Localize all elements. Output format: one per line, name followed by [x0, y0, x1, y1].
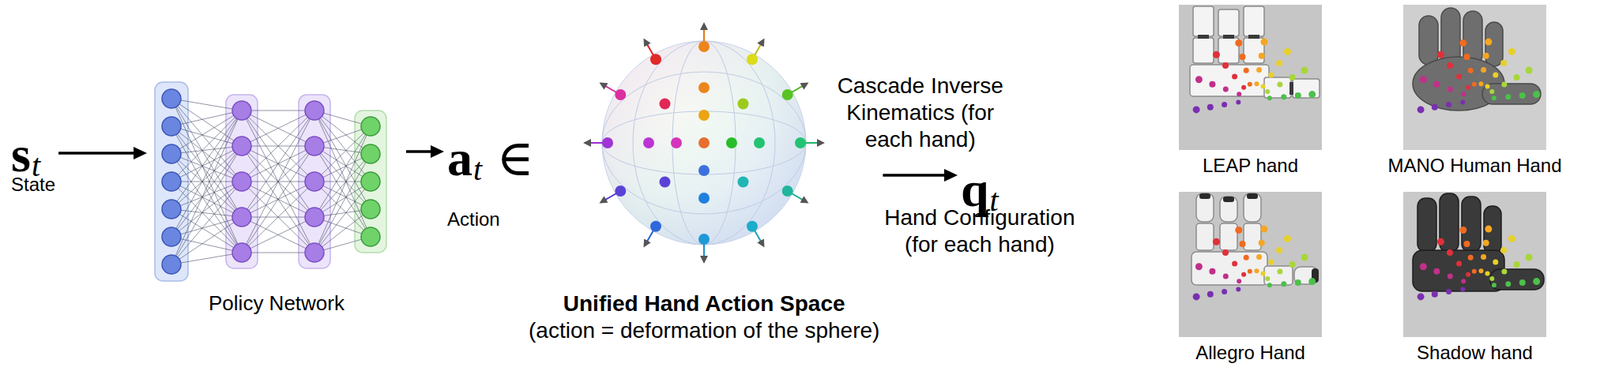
- hand-label: LEAP hand: [1202, 154, 1299, 178]
- hand-image: LEAP hand: [1178, 4, 1322, 151]
- network-node: Policy Network: [150, 79, 403, 317]
- node-title: Policy Network: [150, 290, 403, 317]
- hand-label: Allegro Hand: [1195, 341, 1306, 366]
- leap-hand-render: [1178, 4, 1322, 151]
- math-row: qt: [960, 160, 999, 205]
- arrow-head: [430, 145, 445, 159]
- node-title: Unified Hand Action Space: [528, 290, 880, 318]
- arrow-shaft: [406, 150, 432, 154]
- hand-label: MANO Human Hand: [1387, 154, 1562, 178]
- flow-arrow: [406, 145, 445, 159]
- action-sphere: [587, 26, 821, 260]
- arrow-shaft: [58, 151, 135, 155]
- caption-text: Action: [447, 207, 535, 232]
- arrow-head: [944, 169, 958, 182]
- configuration-node: qtHand Configuration (for each hand): [960, 160, 999, 205]
- action-space-node: Unified Hand Action Space(action = defor…: [528, 41, 880, 345]
- illustration-area: [150, 79, 403, 291]
- hand-image: Shadow hand: [1403, 192, 1547, 338]
- hand-image: Allegro Hand: [1178, 192, 1322, 338]
- flow-arrow: [882, 169, 958, 182]
- math-row: st: [11, 125, 56, 170]
- arrow-shaft: [882, 173, 945, 177]
- node-subtitle: (action = deformation of the sphere): [528, 317, 880, 345]
- edge-label: Cascade Inverse Kinematics (for each han…: [828, 72, 1013, 154]
- caption-text: Hand Configuration (for each hand): [873, 204, 1087, 259]
- state-node: stState: [11, 125, 56, 197]
- illustration-area: [528, 41, 735, 291]
- hand-label: Shadow hand: [1416, 341, 1533, 366]
- shadow-hand-render: [1403, 192, 1547, 338]
- mano-hand-render: [1403, 4, 1547, 151]
- hand-image: MANO Human Hand: [1403, 4, 1547, 151]
- flow-arrow: [58, 146, 147, 160]
- neural-network: [154, 82, 387, 282]
- caption-text: State: [11, 173, 56, 197]
- math-operator: ∈: [496, 130, 534, 187]
- math-row: at∈: [447, 128, 535, 174]
- math-symbol: a: [447, 130, 473, 187]
- arrow-head: [133, 146, 147, 160]
- math-subscript: t: [473, 150, 482, 189]
- allegro-hand-render: [1178, 192, 1322, 338]
- action-node: at∈Action: [447, 128, 535, 232]
